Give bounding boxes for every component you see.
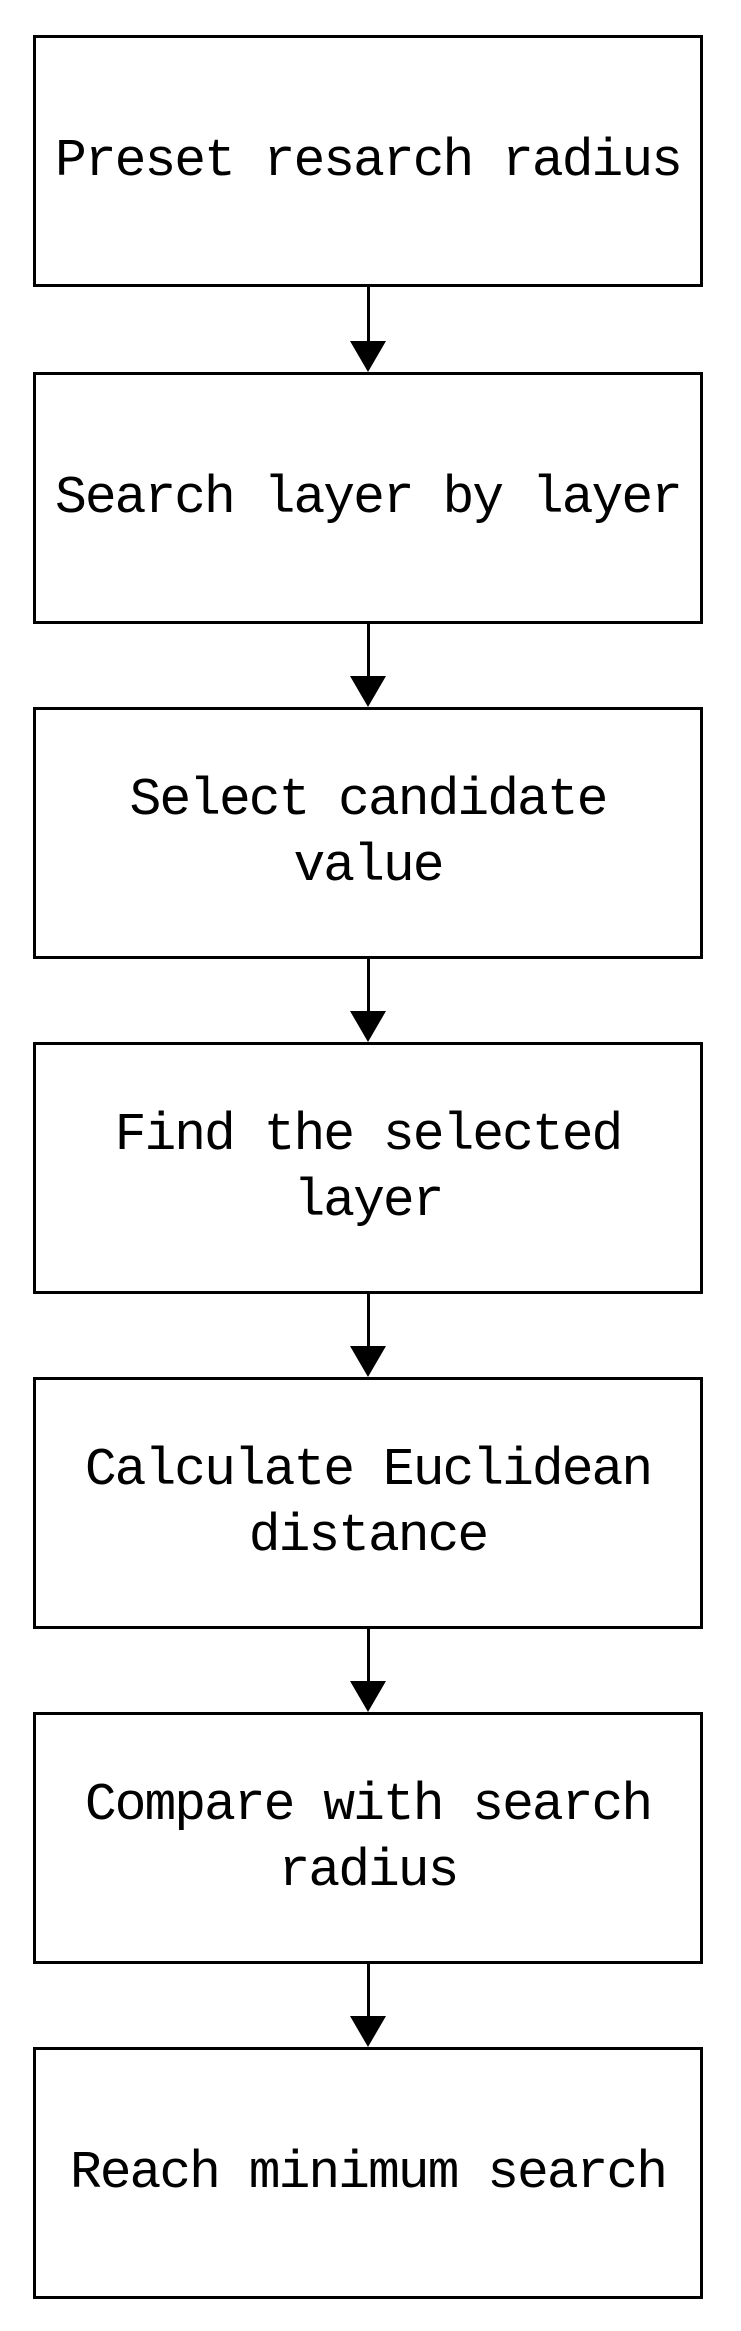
flow-arrow (33, 959, 703, 1042)
arrow-stem (366, 1294, 370, 1346)
flow-step-select-candidate: Select candidate value (33, 707, 703, 959)
flow-step-label: Search layer by layer (55, 465, 683, 531)
flow-step-preset-radius: Preset resarch radius (33, 35, 703, 287)
arrow-down-icon (350, 341, 386, 372)
flow-step-search-layers: Search layer by layer (33, 372, 703, 624)
arrow-stem (366, 1964, 370, 2016)
flow-step-text-line: Reach minimum search (69, 2143, 668, 2203)
flow-step-text-line: Find the selected (114, 1105, 624, 1165)
flow-step-text-line: Search layer by layer (55, 468, 683, 528)
arrow-down-icon (350, 2016, 386, 2047)
arrow-down-icon (350, 1346, 386, 1377)
arrow-down-icon (350, 676, 386, 707)
flow-step-text-line: Select candidate (129, 770, 609, 830)
flow-step-text-line: distance (248, 1506, 489, 1566)
flow-arrow (33, 1294, 703, 1377)
arrow-stem (366, 959, 370, 1011)
flow-arrow (33, 624, 703, 707)
flow-step-text-line: Preset resarch radius (55, 131, 683, 191)
flow-step-label: Calculate Euclidean distance (84, 1437, 653, 1569)
flow-step-text-line: value (293, 836, 444, 896)
flow-step-label: Select candidate value (129, 767, 609, 899)
flow-step-text-line: layer (293, 1171, 444, 1231)
arrow-stem (366, 624, 370, 676)
flow-step-label: Find the selected layer (114, 1102, 624, 1234)
flow-step-calculate-distance: Calculate Euclidean distance (33, 1377, 703, 1629)
flow-step-text-line: Compare with search (84, 1775, 653, 1835)
arrow-stem (366, 287, 370, 341)
flow-step-compare-radius: Compare with search radius (33, 1712, 703, 1964)
flow-arrow (33, 287, 703, 372)
flow-step-label: Compare with search radius (84, 1772, 653, 1904)
flow-step-text-line: radius (278, 1841, 460, 1901)
flow-step-text-line: Calculate Euclidean (84, 1440, 653, 1500)
flow-step-label: Preset resarch radius (55, 128, 683, 194)
arrow-down-icon (350, 1011, 386, 1042)
flow-step-find-layer: Find the selected layer (33, 1042, 703, 1294)
flow-step-label: Reach minimum search (69, 2140, 668, 2206)
arrow-stem (366, 1629, 370, 1681)
flow-arrow (33, 1629, 703, 1712)
flow-step-reach-minimum: Reach minimum search (33, 2047, 703, 2299)
arrow-down-icon (350, 1681, 386, 1712)
flow-arrow (33, 1964, 703, 2047)
